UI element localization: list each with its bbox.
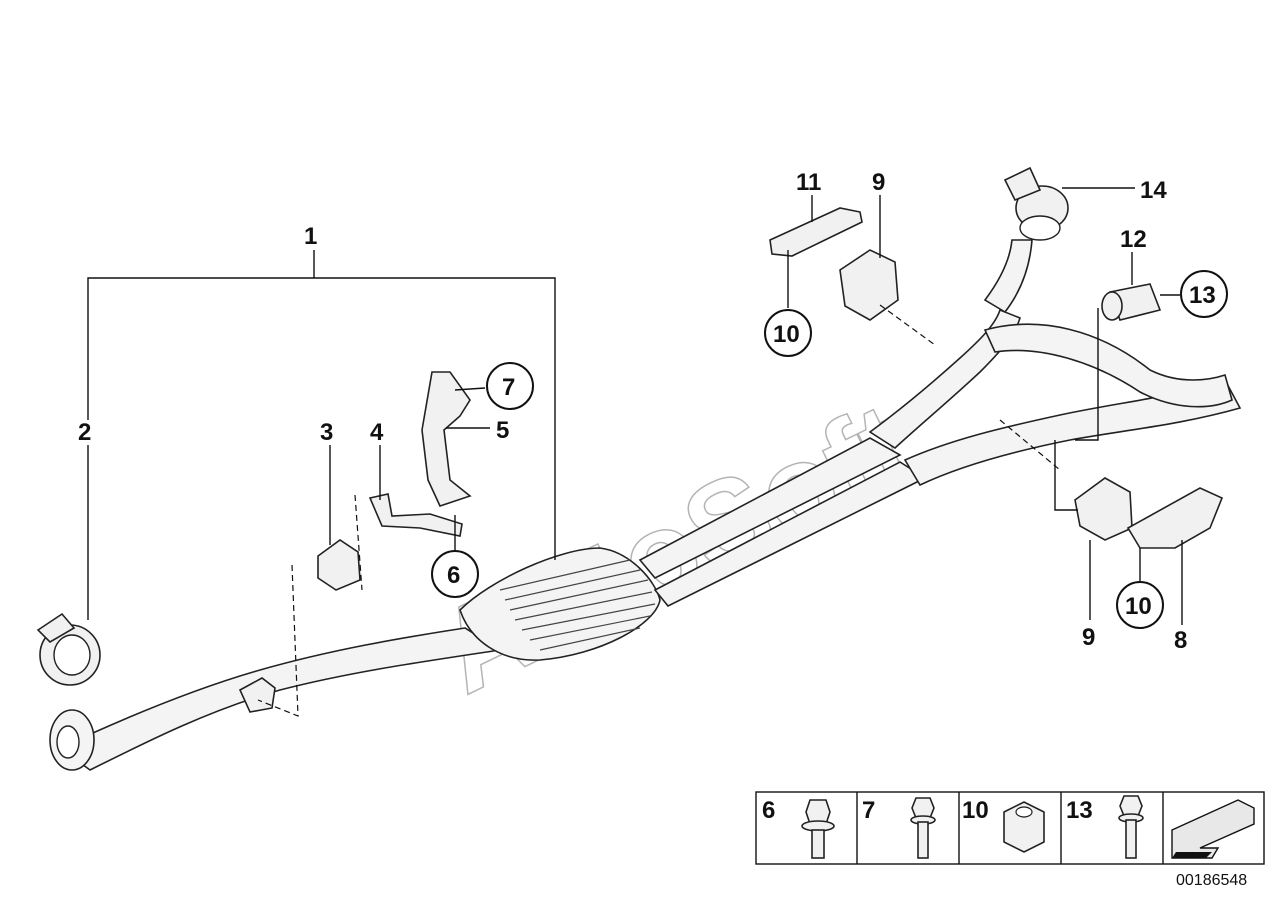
front-pipe (49, 627, 503, 771)
diagram-code: 00186548 (1176, 872, 1247, 889)
callouts: 1 2 3 4 5 7 6 11 9 10 14 12 13 10 9 8 (78, 169, 1228, 654)
center-pipes (638, 239, 1242, 608)
legend-label-7: 7 (862, 797, 875, 824)
legend-label-6: 6 (762, 797, 775, 824)
callout-2: 2 (78, 419, 91, 446)
hardware-legend: 6 7 10 13 (755, 791, 1265, 865)
hanger-9-lower (1074, 477, 1133, 541)
stud-bolt-icon (1118, 795, 1144, 859)
callout-8: 8 (1174, 627, 1187, 654)
legend-label-13: 13 (1066, 797, 1093, 824)
bracket-5 (421, 371, 472, 507)
callout-6: 6 (447, 562, 460, 589)
bracket-4 (368, 493, 463, 537)
callout-1: 1 (304, 223, 317, 250)
hanger-3 (317, 539, 361, 591)
callout-4: 4 (370, 419, 384, 446)
callout-10-lower-circle (1116, 581, 1164, 629)
callout-7: 7 (502, 374, 515, 401)
clamp-14 (1003, 166, 1069, 241)
callout-5: 5 (496, 417, 509, 444)
bolt-icon (910, 797, 936, 859)
callout-14: 14 (1140, 177, 1167, 204)
clamp-2 (36, 612, 101, 686)
legend-label-10: 10 (962, 797, 989, 824)
rubber-mount-12 (1101, 283, 1162, 321)
callout-12: 12 (1120, 226, 1147, 253)
hanger-9-upper (839, 249, 899, 321)
callout-9-upper: 9 (872, 169, 885, 196)
callout-7-circle (486, 362, 534, 410)
bracket-11 (769, 207, 863, 257)
callout-10-upper-circle (764, 309, 812, 357)
callout-10-upper: 10 (773, 321, 800, 348)
leader-lines (87, 187, 1183, 625)
catalytic-converter (459, 547, 661, 661)
callout-3: 3 (320, 419, 333, 446)
callout-9-lower: 9 (1082, 624, 1095, 651)
dashed-guides (257, 304, 1061, 717)
callout-10-lower: 10 (1125, 593, 1152, 620)
direction-arrow-icon (1171, 799, 1255, 859)
callout-13: 13 (1189, 282, 1216, 309)
callout-13-circle (1180, 270, 1228, 318)
hex-nut-icon (1003, 801, 1045, 853)
callout-6-circle (431, 550, 479, 598)
bolt-icon (801, 799, 835, 859)
bracket-8 (1126, 487, 1224, 549)
callout-11: 11 (796, 169, 821, 196)
